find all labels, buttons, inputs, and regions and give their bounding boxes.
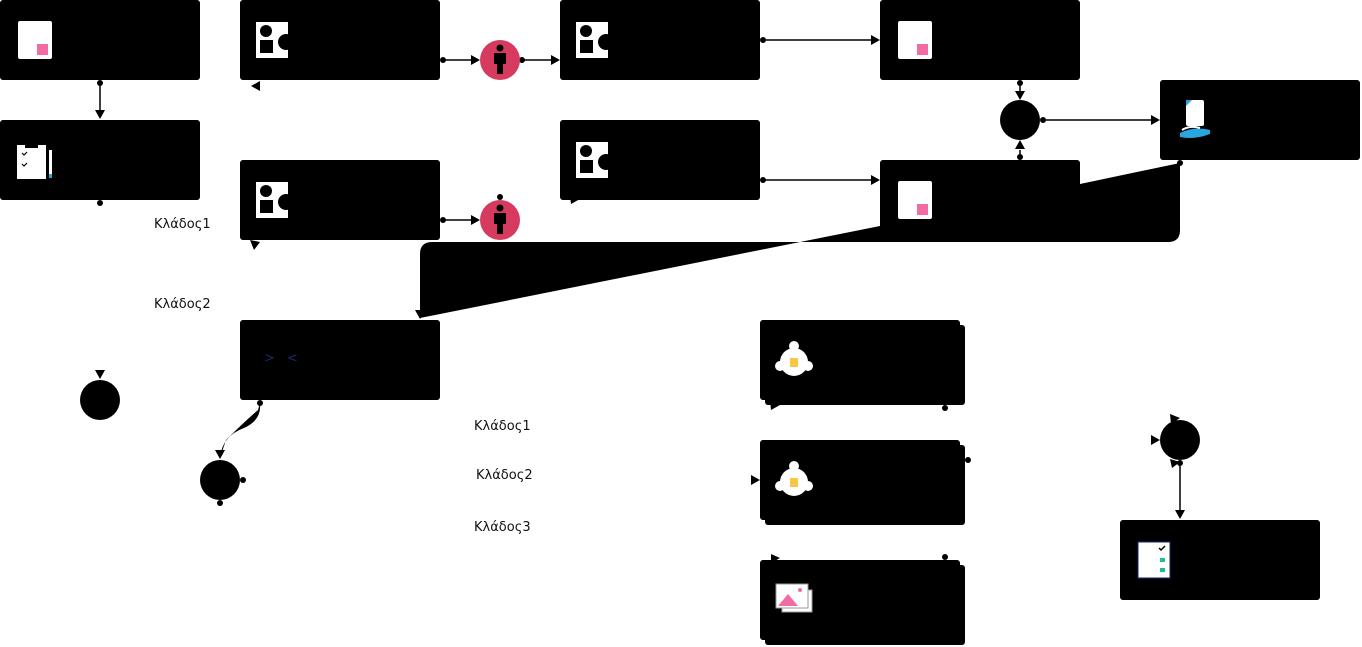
document-icon	[894, 18, 934, 62]
shapes-icon	[574, 138, 614, 182]
arrowhead	[95, 370, 105, 379]
connection-dot	[1177, 160, 1183, 166]
branch-label: Κλάδος2	[476, 468, 533, 483]
arrowhead	[871, 35, 880, 45]
connection-dot	[760, 177, 766, 183]
arrowhead	[415, 310, 425, 319]
branch-label: Κλάδος2	[154, 297, 211, 312]
branch-label: Κλάδος3	[474, 520, 531, 535]
task-node[interactable]	[560, 0, 760, 80]
connection-dot	[1177, 460, 1183, 466]
arrowhead	[751, 475, 760, 485]
connection-dot	[1017, 154, 1023, 160]
document-icon	[894, 178, 934, 222]
document-icon	[14, 18, 54, 62]
gateway[interactable]	[1000, 100, 1040, 140]
arrowhead	[1151, 435, 1160, 445]
person-icon	[494, 204, 506, 234]
task-node[interactable]	[1120, 520, 1320, 600]
shapes-icon	[574, 18, 614, 62]
image-icon	[774, 578, 814, 622]
connection-dot	[440, 57, 446, 63]
connection-dot	[97, 80, 103, 86]
clipboard-checklist-icon	[14, 138, 54, 182]
person-event[interactable]	[480, 200, 520, 240]
arrowhead	[215, 450, 225, 459]
arrowhead	[1015, 140, 1025, 149]
person-icon	[494, 44, 506, 74]
connection-dot	[942, 554, 948, 560]
arrowhead	[551, 55, 560, 65]
arrowhead	[871, 175, 880, 185]
brain-idea-icon	[774, 338, 814, 382]
gateway[interactable]	[200, 460, 240, 500]
connection-dot	[257, 400, 263, 406]
hand-holding-document-icon	[1174, 98, 1214, 142]
connection-dot	[942, 405, 948, 411]
gateway[interactable]	[1160, 420, 1200, 460]
shapes-icon	[254, 178, 294, 222]
curved-connector	[220, 403, 261, 458]
task-node[interactable]	[560, 120, 760, 200]
brain-idea-icon	[774, 458, 814, 502]
task-node[interactable]	[1160, 80, 1360, 160]
person-event[interactable]	[480, 40, 520, 80]
multi-task-node[interactable]	[760, 440, 960, 520]
branch-label: Κλάδος1	[474, 419, 531, 434]
multi-task-node[interactable]	[760, 320, 960, 400]
arrowhead	[1175, 510, 1185, 519]
connection-dot	[497, 194, 503, 200]
task-node[interactable]	[240, 160, 440, 240]
arrowhead	[251, 81, 260, 91]
connection-dot	[519, 57, 525, 63]
checklist-icon	[1134, 538, 1174, 582]
branch-label: Κλάδος1	[154, 217, 211, 232]
task-node[interactable]	[880, 0, 1080, 80]
connection-dot	[440, 217, 446, 223]
connection-dot	[1040, 117, 1046, 123]
arrowhead	[1170, 459, 1180, 468]
task-node[interactable]	[880, 160, 1080, 240]
connection-dot	[965, 457, 971, 463]
task-node[interactable]	[0, 0, 200, 80]
arrowhead	[1151, 115, 1160, 125]
arrowhead	[95, 110, 105, 119]
connection-dot	[240, 477, 246, 483]
compare-glyph: > <	[264, 351, 298, 366]
multi-task-node[interactable]	[760, 560, 960, 640]
arrowhead	[471, 55, 480, 65]
compare-task-node[interactable]: > <	[240, 320, 440, 400]
connection-dot	[97, 200, 103, 206]
shapes-icon	[254, 18, 294, 62]
connection-dot	[1017, 80, 1023, 86]
connection-dot	[760, 37, 766, 43]
arrowhead	[1015, 91, 1025, 100]
connection-dot	[217, 500, 223, 506]
arrowhead	[250, 240, 260, 250]
gateway[interactable]	[80, 380, 120, 420]
task-node[interactable]	[240, 0, 440, 80]
arrowhead	[471, 215, 480, 225]
loop-connector	[420, 163, 1180, 318]
task-node[interactable]	[0, 120, 200, 200]
